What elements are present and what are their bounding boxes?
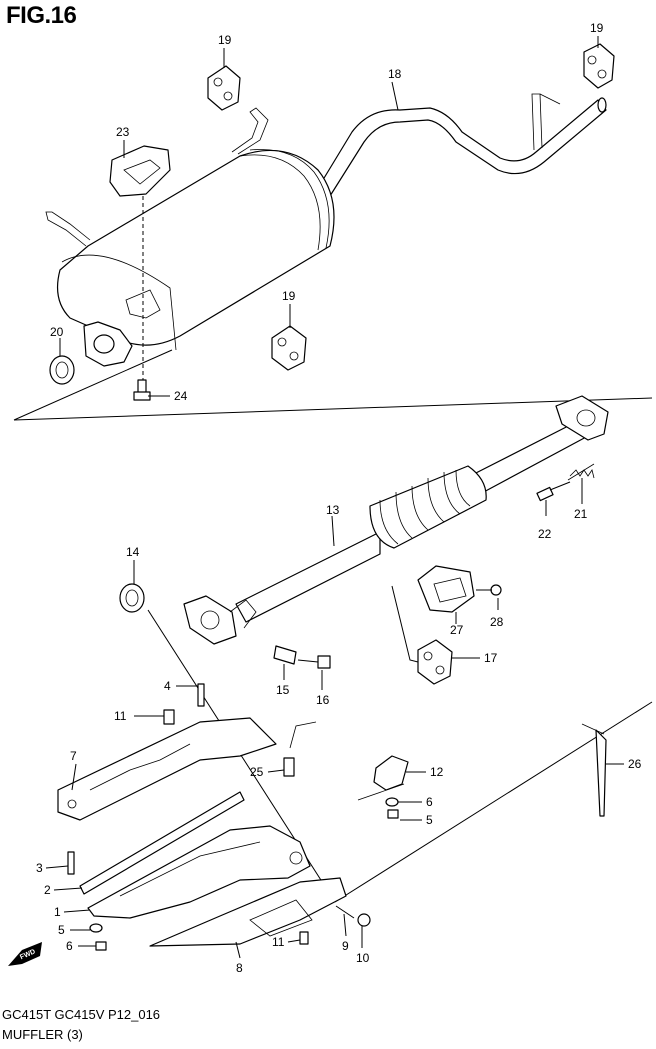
callout-26: 26 xyxy=(628,757,642,771)
callout-6: 6 xyxy=(426,795,433,809)
callout-19: 19 xyxy=(218,33,232,47)
nut-6-left xyxy=(95,941,107,951)
lower-heat-shield-8 xyxy=(149,877,347,947)
callout-4: 4 xyxy=(164,679,171,693)
gasket-14 xyxy=(119,583,145,613)
figure-title: FIG.16 xyxy=(6,2,77,29)
callout-9: 9 xyxy=(342,939,349,953)
washer-6-right xyxy=(385,797,399,807)
callout-leaders xyxy=(45,36,624,959)
callout-6: 6 xyxy=(66,939,73,953)
tail-pipe-18 xyxy=(317,93,607,197)
section-divider-upper xyxy=(13,349,653,421)
spring-15 xyxy=(273,645,297,665)
callout-21: 21 xyxy=(574,507,588,521)
callout-27: 27 xyxy=(450,623,464,637)
stud-3 xyxy=(67,851,75,875)
callout-28: 28 xyxy=(490,615,504,629)
callout-19: 19 xyxy=(282,289,296,303)
clamp-26 xyxy=(581,723,607,817)
callout-8: 8 xyxy=(236,961,243,975)
callout-12: 12 xyxy=(430,765,444,779)
callout-17: 17 xyxy=(484,651,498,665)
center-pipe-13 xyxy=(183,395,609,645)
hanger-19-top-left xyxy=(207,65,241,111)
bolt-9 xyxy=(335,905,355,919)
spring-21 xyxy=(567,463,595,481)
gasket-20 xyxy=(49,355,75,385)
callout-16: 16 xyxy=(316,693,330,707)
callout-15: 15 xyxy=(276,683,290,697)
callout-11: 11 xyxy=(114,709,127,723)
bolt-11-upper xyxy=(163,709,175,725)
figure-name: MUFFLER (3) xyxy=(2,1027,83,1042)
callout-7: 7 xyxy=(70,749,77,763)
callout-25: 25 xyxy=(250,765,264,779)
nut-5-left xyxy=(89,923,103,933)
callout-23: 23 xyxy=(116,125,130,139)
gasket-12 xyxy=(357,755,409,801)
callout-22: 22 xyxy=(538,527,552,541)
callout-20: 20 xyxy=(50,325,64,339)
forward-direction-arrow: FWD xyxy=(8,942,42,966)
exhaust-manifold-1 xyxy=(87,825,311,919)
callout-18: 18 xyxy=(388,67,402,81)
bolt-28 xyxy=(476,584,502,596)
callout-24: 24 xyxy=(174,389,188,403)
callout-11: 11 xyxy=(272,935,285,949)
bracket-23 xyxy=(109,145,171,197)
callout-19: 19 xyxy=(590,21,604,35)
leader-17 xyxy=(391,585,419,663)
nut-5-right xyxy=(387,809,399,819)
manifold-cover-7 xyxy=(57,717,277,821)
bolt-11-lower xyxy=(299,931,309,945)
bolt-22 xyxy=(536,481,571,502)
heat-shield-27 xyxy=(417,565,475,613)
oxygen-sensor-25 xyxy=(283,721,317,777)
callout-5: 5 xyxy=(58,923,65,937)
gasket-2 xyxy=(79,791,245,895)
callout-2: 2 xyxy=(44,883,51,897)
callout-3: 3 xyxy=(36,861,43,875)
callout-1: 1 xyxy=(54,905,61,919)
callout-10: 10 xyxy=(356,951,370,965)
callout-5: 5 xyxy=(426,813,433,827)
main-muffler xyxy=(45,107,335,367)
bolt-24 xyxy=(133,379,151,401)
stud-4 xyxy=(197,683,205,707)
hanger-17 xyxy=(417,639,453,685)
nut-10 xyxy=(357,913,371,927)
callout-14: 14 xyxy=(126,545,140,559)
hanger-19-middle xyxy=(271,325,307,371)
figure-code: GC415T GC415V P12_016 xyxy=(2,1007,161,1022)
bolt-16 xyxy=(297,655,331,669)
callout-13: 13 xyxy=(326,503,340,517)
hanger-19-top-right xyxy=(583,43,615,89)
callout-labels: 19 19 18 23 19 20 24 13 22 21 14 28 27 1… xyxy=(36,21,642,975)
